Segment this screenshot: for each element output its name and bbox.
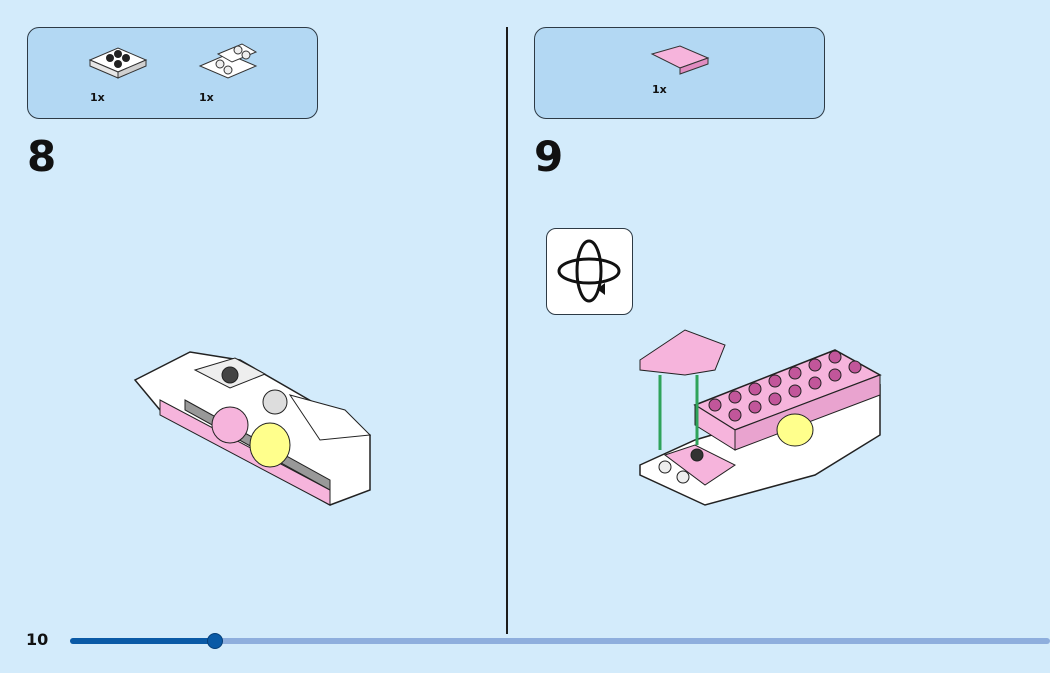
part-qty: 1x (199, 91, 214, 104)
plate-2x2-icon (88, 47, 148, 79)
step8-model (133, 351, 372, 506)
step8-parts-list: 1x 1x (27, 27, 318, 119)
curved-slope-pink-icon (650, 45, 710, 75)
step-divider (506, 27, 508, 634)
page-number: 10 (26, 630, 49, 649)
progress-bar (70, 633, 1050, 649)
inverted-slope-icon (198, 43, 258, 79)
progress-thumb (207, 633, 224, 649)
step-number: 9 (534, 132, 564, 181)
part-qty: 1x (652, 83, 667, 96)
step9-model (639, 329, 882, 506)
step-number: 8 (27, 132, 57, 181)
progress-fill (70, 638, 216, 644)
rotate-model-icon (546, 228, 633, 315)
part-qty: 1x (90, 91, 105, 104)
step9-parts-list: 1x (534, 27, 825, 119)
